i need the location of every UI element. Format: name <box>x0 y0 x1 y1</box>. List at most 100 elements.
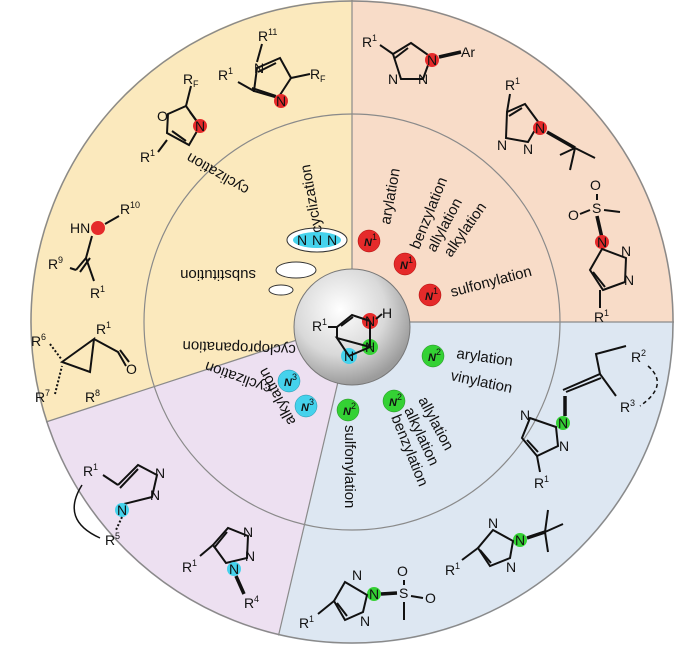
svg-text:7: 7 <box>45 388 50 398</box>
svg-text:N: N <box>597 234 607 250</box>
svg-text:1: 1 <box>433 286 438 296</box>
svg-text:R: R <box>631 349 641 365</box>
svg-text:F: F <box>193 79 199 89</box>
svg-text:R: R <box>120 201 130 217</box>
svg-text:4: 4 <box>254 594 259 604</box>
n2-badge-1: N 2 <box>421 344 445 368</box>
svg-text:N: N <box>425 291 434 303</box>
bubble-medium <box>275 261 317 279</box>
svg-text:N: N <box>515 532 525 548</box>
svg-text:N: N <box>352 567 362 583</box>
n3-label-cyclopropanation: cyclopropanation <box>182 337 296 358</box>
fused-triazole-structure: N N N R 1 R 5 <box>73 462 165 548</box>
sulfonyl-triazole-n2-structure: N N N S O O R 1 <box>299 563 436 631</box>
n2-label-sulfonylation: sulfonylation <box>341 425 358 508</box>
svg-text:R: R <box>505 77 515 93</box>
svg-text:H: H <box>382 305 392 321</box>
svg-text:R: R <box>218 67 228 83</box>
svg-text:1: 1 <box>455 561 460 571</box>
svg-text:N: N <box>523 141 533 157</box>
svg-text:R: R <box>258 28 268 44</box>
svg-text:1: 1 <box>322 317 327 327</box>
cyclopropane-structure: O R 1 R 6 R 7 R 8 <box>31 320 137 405</box>
svg-text:R: R <box>445 562 455 578</box>
svg-text:R: R <box>96 321 106 337</box>
svg-text:N: N <box>312 232 322 248</box>
bubble-small <box>268 284 294 296</box>
svg-text:1: 1 <box>93 462 98 472</box>
svg-text:N: N <box>621 243 631 259</box>
svg-text:N: N <box>117 502 127 518</box>
alkyl-triazole-n2-structure: N N N R 1 <box>445 509 564 578</box>
svg-text:5: 5 <box>115 531 120 541</box>
svg-text:N: N <box>365 313 375 329</box>
svg-text:R: R <box>244 595 254 611</box>
svg-text:N: N <box>497 137 507 153</box>
svg-text:2: 2 <box>397 392 402 402</box>
svg-text:6: 6 <box>41 332 46 342</box>
svg-text:N: N <box>276 93 286 109</box>
svg-text:N: N <box>327 232 337 248</box>
n2-badge-2: N 2 <box>382 389 406 413</box>
svg-text:1: 1 <box>192 558 197 568</box>
svg-text:N: N <box>558 415 568 431</box>
n1-badges: N 1 N 1 N 1 <box>357 229 442 307</box>
svg-text:N: N <box>418 71 428 87</box>
aryl-triazole-structure: N N N Ar R 1 <box>362 33 475 87</box>
svg-text:R: R <box>83 463 93 479</box>
svg-text:N: N <box>243 524 253 540</box>
svg-text:N: N <box>559 438 569 454</box>
svg-text:R: R <box>90 285 100 301</box>
svg-text:11: 11 <box>268 27 277 37</box>
n3-badge-1: N 3 <box>277 369 301 393</box>
center-triazole: N N N H R 1 <box>293 268 411 386</box>
svg-text:3: 3 <box>292 372 297 382</box>
svg-text:1: 1 <box>408 255 413 265</box>
svg-text:N: N <box>427 52 437 68</box>
svg-text:N: N <box>245 548 255 564</box>
svg-text:N: N <box>365 339 375 355</box>
azide-icon: N N N <box>293 232 341 248</box>
center-sphere <box>293 268 411 386</box>
n2-badges: N 2 N 2 N 2 <box>336 344 445 422</box>
svg-text:N: N <box>254 60 264 76</box>
svg-text:N: N <box>344 348 354 364</box>
svg-text:S: S <box>399 585 408 601</box>
svg-text:1: 1 <box>106 320 111 330</box>
svg-text:R: R <box>35 389 45 405</box>
svg-text:R: R <box>362 34 372 50</box>
svg-text:3: 3 <box>630 398 635 408</box>
n1-badge-1: N 1 <box>357 229 381 253</box>
svg-text:2: 2 <box>351 401 356 411</box>
svg-text:2: 2 <box>641 348 646 358</box>
sulfonyl-triazole-n1-structure: S O O N N N R 1 <box>568 177 634 325</box>
imidazole-structure: N N R 11 R F R 1 <box>218 27 326 109</box>
svg-text:O: O <box>397 563 408 579</box>
svg-text:N: N <box>150 487 160 503</box>
svg-text:2: 2 <box>436 347 441 357</box>
svg-text:R: R <box>312 318 322 334</box>
svg-text:N: N <box>360 613 370 629</box>
svg-text:R: R <box>183 71 193 87</box>
svg-text:R: R <box>105 532 115 548</box>
svg-text:R: R <box>594 309 604 325</box>
alkyl-triazole-n3-structure: N N N R 4 R 1 <box>182 524 259 611</box>
n1-badge-2: N 1 <box>393 252 417 276</box>
svg-text:10: 10 <box>130 200 140 210</box>
svg-text:N: N <box>624 272 634 288</box>
svg-text:R: R <box>310 66 320 82</box>
svg-text:1: 1 <box>150 148 155 158</box>
svg-text:N: N <box>488 515 498 531</box>
svg-text:O: O <box>590 177 601 193</box>
alkyl-triazole-structure: N N N R 1 <box>497 76 596 171</box>
svg-text:R: R <box>182 559 192 575</box>
svg-text:3: 3 <box>309 397 314 407</box>
svg-text:N: N <box>364 237 373 249</box>
vinyl-triazole-structure: R 2 R 3 N N N R 1 <box>520 345 658 491</box>
n2-badge-3: N 2 <box>336 398 360 422</box>
svg-text:N: N <box>400 260 409 272</box>
svg-text:N: N <box>506 559 516 575</box>
n3-label-substitution: substitution <box>180 266 256 283</box>
svg-text:1: 1 <box>604 308 609 318</box>
